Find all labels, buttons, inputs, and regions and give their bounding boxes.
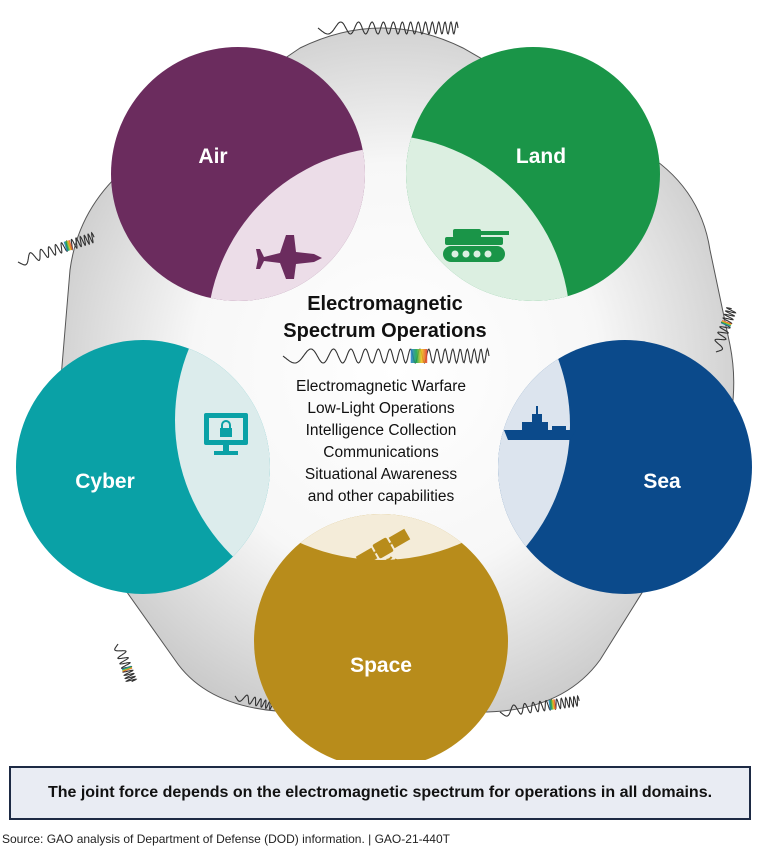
- domain-land: Land: [406, 47, 660, 301]
- domain-sea: Sea: [498, 340, 752, 594]
- domain-air: Air: [111, 47, 365, 301]
- em-spectrum-diagram: Air Land Sea: [16, 20, 752, 760]
- center-title-line2: Spectrum Operations: [283, 320, 486, 342]
- capability-item: Intelligence Collection: [306, 422, 457, 439]
- summary-banner: The joint force depends on the electroma…: [9, 766, 751, 820]
- center-title-line1: Electromagnetic: [307, 293, 463, 315]
- spectrum-wave-icon: [282, 347, 490, 365]
- satellite-icon: [355, 528, 411, 568]
- capability-item: Electromagnetic Warfare: [296, 378, 466, 395]
- domain-label-air: Air: [198, 145, 227, 168]
- domain-label-sea: Sea: [643, 470, 681, 493]
- domain-label-land: Land: [516, 145, 566, 168]
- fighter-jet-icon: [256, 235, 322, 279]
- capability-item: Situational Awareness: [305, 466, 457, 483]
- domain-cyber: Cyber: [16, 340, 270, 594]
- domain-space: Space: [254, 514, 508, 760]
- tank-icon: [443, 229, 509, 262]
- locked-computer-icon: [204, 413, 248, 455]
- ship-icon: [504, 406, 576, 440]
- capability-item: Communications: [323, 444, 439, 461]
- summary-banner-text: The joint force depends on the electroma…: [47, 784, 713, 801]
- capability-item: and other capabilities: [308, 488, 455, 505]
- source-note: Source: GAO analysis of Department of De…: [2, 832, 450, 846]
- domain-label-cyber: Cyber: [75, 470, 135, 493]
- capability-item: Low-Light Operations: [307, 400, 455, 417]
- domain-label-space: Space: [350, 654, 412, 677]
